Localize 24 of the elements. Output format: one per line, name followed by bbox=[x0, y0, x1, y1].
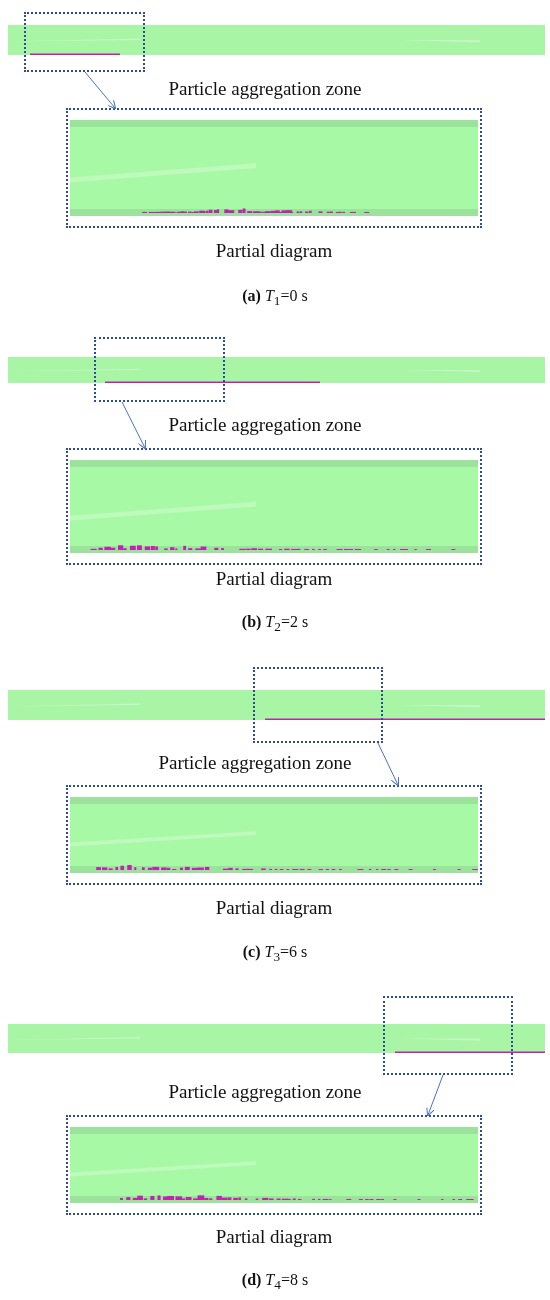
figure-caption: (b) T$_{2}$=2 s bbox=[240, 612, 310, 637]
zone-label: Particle aggregation zone bbox=[168, 1081, 362, 1103]
figure-caption: (a) T$_{1}$=0 s bbox=[241, 286, 309, 311]
arrow bbox=[426, 1074, 444, 1117]
figure-caption: (c) T$_{3}$=6 s bbox=[241, 942, 309, 967]
zone-label: Particle aggregation zone bbox=[158, 752, 352, 774]
arrow bbox=[121, 401, 146, 450]
figure-caption: (d) T$_{4}$=8 s bbox=[240, 1270, 310, 1295]
zoom-box bbox=[66, 448, 482, 565]
zoom-box bbox=[66, 785, 482, 885]
zoom-box bbox=[253, 667, 383, 743]
zone-label: Particle aggregation zone bbox=[168, 78, 362, 100]
zone-label: Particle aggregation zone bbox=[168, 414, 362, 436]
panel-caption: Partial diagram bbox=[215, 897, 333, 919]
zoom-box bbox=[94, 337, 225, 402]
panel-caption: Partial diagram bbox=[215, 568, 333, 590]
arrow bbox=[84, 71, 117, 110]
panel-caption: Partial diagram bbox=[215, 240, 333, 262]
arrow bbox=[377, 742, 400, 787]
zoom-box bbox=[66, 1115, 482, 1215]
zoom-box bbox=[383, 996, 513, 1075]
zoom-box bbox=[24, 12, 145, 72]
zoom-box bbox=[66, 108, 482, 228]
panel-caption: Partial diagram bbox=[215, 1226, 333, 1248]
